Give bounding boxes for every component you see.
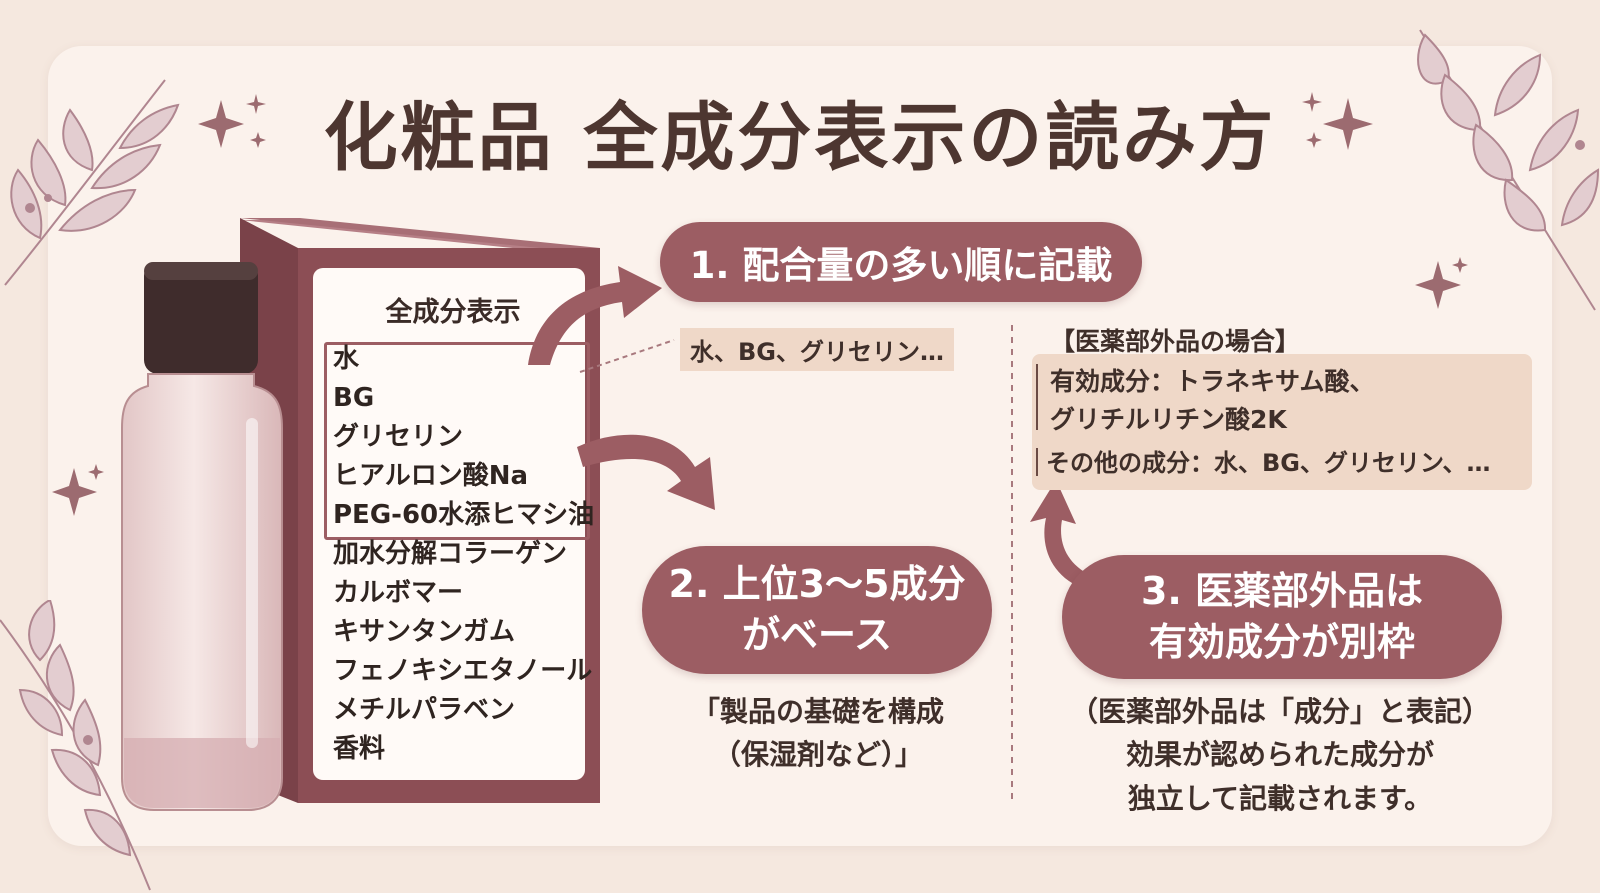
leaf-branch-icon bbox=[1417, 29, 1600, 311]
list-item: BG bbox=[333, 383, 375, 413]
quasi-drug-active-line: グリチルリチン酸2K bbox=[1050, 405, 1287, 434]
point-3-desc-line: 独立して記載されます。 bbox=[1127, 781, 1433, 815]
page-title: 化粧品 全成分表示の読み方 bbox=[323, 95, 1277, 181]
list-item: ヒアルロン酸Na bbox=[333, 461, 529, 491]
list-item: 加水分解コラーゲン bbox=[333, 539, 568, 569]
quasi-drug-divider bbox=[1036, 364, 1038, 430]
bottle-icon bbox=[121, 262, 283, 811]
list-item: PEG-60水添ヒマシ油 bbox=[333, 500, 595, 530]
point-2-desc-line: 「製品の基礎を構成 bbox=[691, 695, 944, 728]
quasi-drug-example-box bbox=[1032, 354, 1532, 490]
sparkle-icon bbox=[52, 464, 104, 516]
ingredient-list-title: 全成分表示 bbox=[385, 297, 521, 328]
top-ingredients-highlight bbox=[324, 342, 590, 540]
quasi-drug-active-line: 有効成分：トラネキサム酸、 bbox=[1050, 367, 1375, 396]
point-3-desc-line: 効果が認められた成分が bbox=[1125, 738, 1434, 772]
list-item: キサンタンガム bbox=[333, 617, 516, 647]
point-3-label-line: 3. 医薬部外品は bbox=[1140, 568, 1424, 613]
point-2-label: 2. 上位3〜5成分 がベース bbox=[642, 546, 992, 674]
list-item: 香料 bbox=[333, 734, 386, 764]
leaf-branch-icon bbox=[4, 79, 180, 286]
arrow-icon bbox=[1030, 480, 1092, 588]
list-item: メチルパラベン bbox=[333, 695, 516, 725]
leaf-branch-icon bbox=[0, 600, 151, 891]
quasi-drug-other-line: その他の成分：水、BG、グリセリン、… bbox=[1046, 449, 1491, 477]
point-2-description: 「製品の基礎を構成 （保湿剤など）」 bbox=[668, 690, 968, 777]
point-2-label-line: 2. 上位3〜5成分 bbox=[668, 561, 966, 606]
point-3-desc-line: （医薬部外品は「成分」と表記） bbox=[1069, 695, 1490, 728]
sparkle-icon bbox=[1302, 92, 1373, 150]
quasi-drug-heading: 【医薬部外品の場合】 bbox=[1050, 327, 1301, 356]
ingredient-list: 水 BG グリセリン ヒアルロン酸Na PEG-60水添ヒマシ油 加水分解コラー… bbox=[333, 340, 594, 769]
point-1-label: 1. 配合量の多い順に記載 bbox=[660, 222, 1142, 302]
list-item: 水 bbox=[333, 344, 360, 374]
quasi-drug-divider bbox=[1036, 448, 1038, 476]
point-1-example: 水、BG、グリセリン… bbox=[680, 328, 954, 371]
list-item: フェノキシエタノール bbox=[333, 656, 593, 686]
point-2-desc-line: （保湿剤など）」 bbox=[712, 738, 923, 772]
sparkle-icon bbox=[198, 94, 266, 148]
arrow-icon bbox=[577, 434, 715, 510]
sparkle-icon bbox=[1415, 257, 1468, 309]
point-3-label-line: 有効成分が別枠 bbox=[1148, 620, 1415, 664]
list-item: グリセリン bbox=[333, 422, 464, 452]
point-3-label: 3. 医薬部外品は 有効成分が別枠 bbox=[1062, 555, 1502, 679]
arrow-icon bbox=[528, 266, 662, 365]
point-2-label-line: がベース bbox=[741, 613, 893, 657]
point-3-description: （医薬部外品は「成分」と表記） 効果が認められた成分が 独立して記載されます。 bbox=[1040, 690, 1520, 820]
list-item: カルボマー bbox=[333, 578, 464, 608]
